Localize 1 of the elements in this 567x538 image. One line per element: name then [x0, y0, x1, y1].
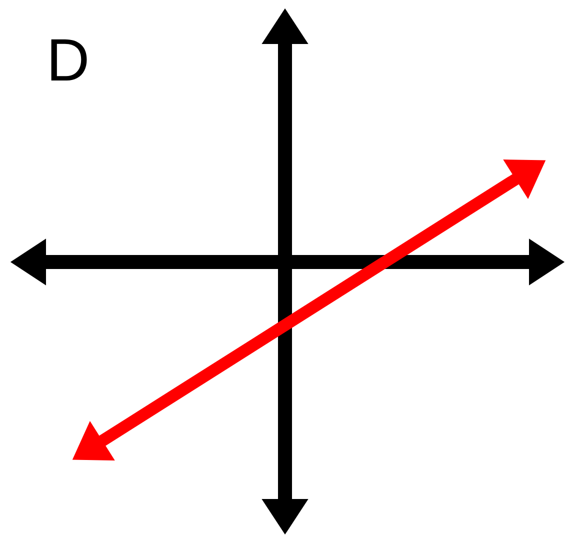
- panel-label: D: [51, 39, 87, 81]
